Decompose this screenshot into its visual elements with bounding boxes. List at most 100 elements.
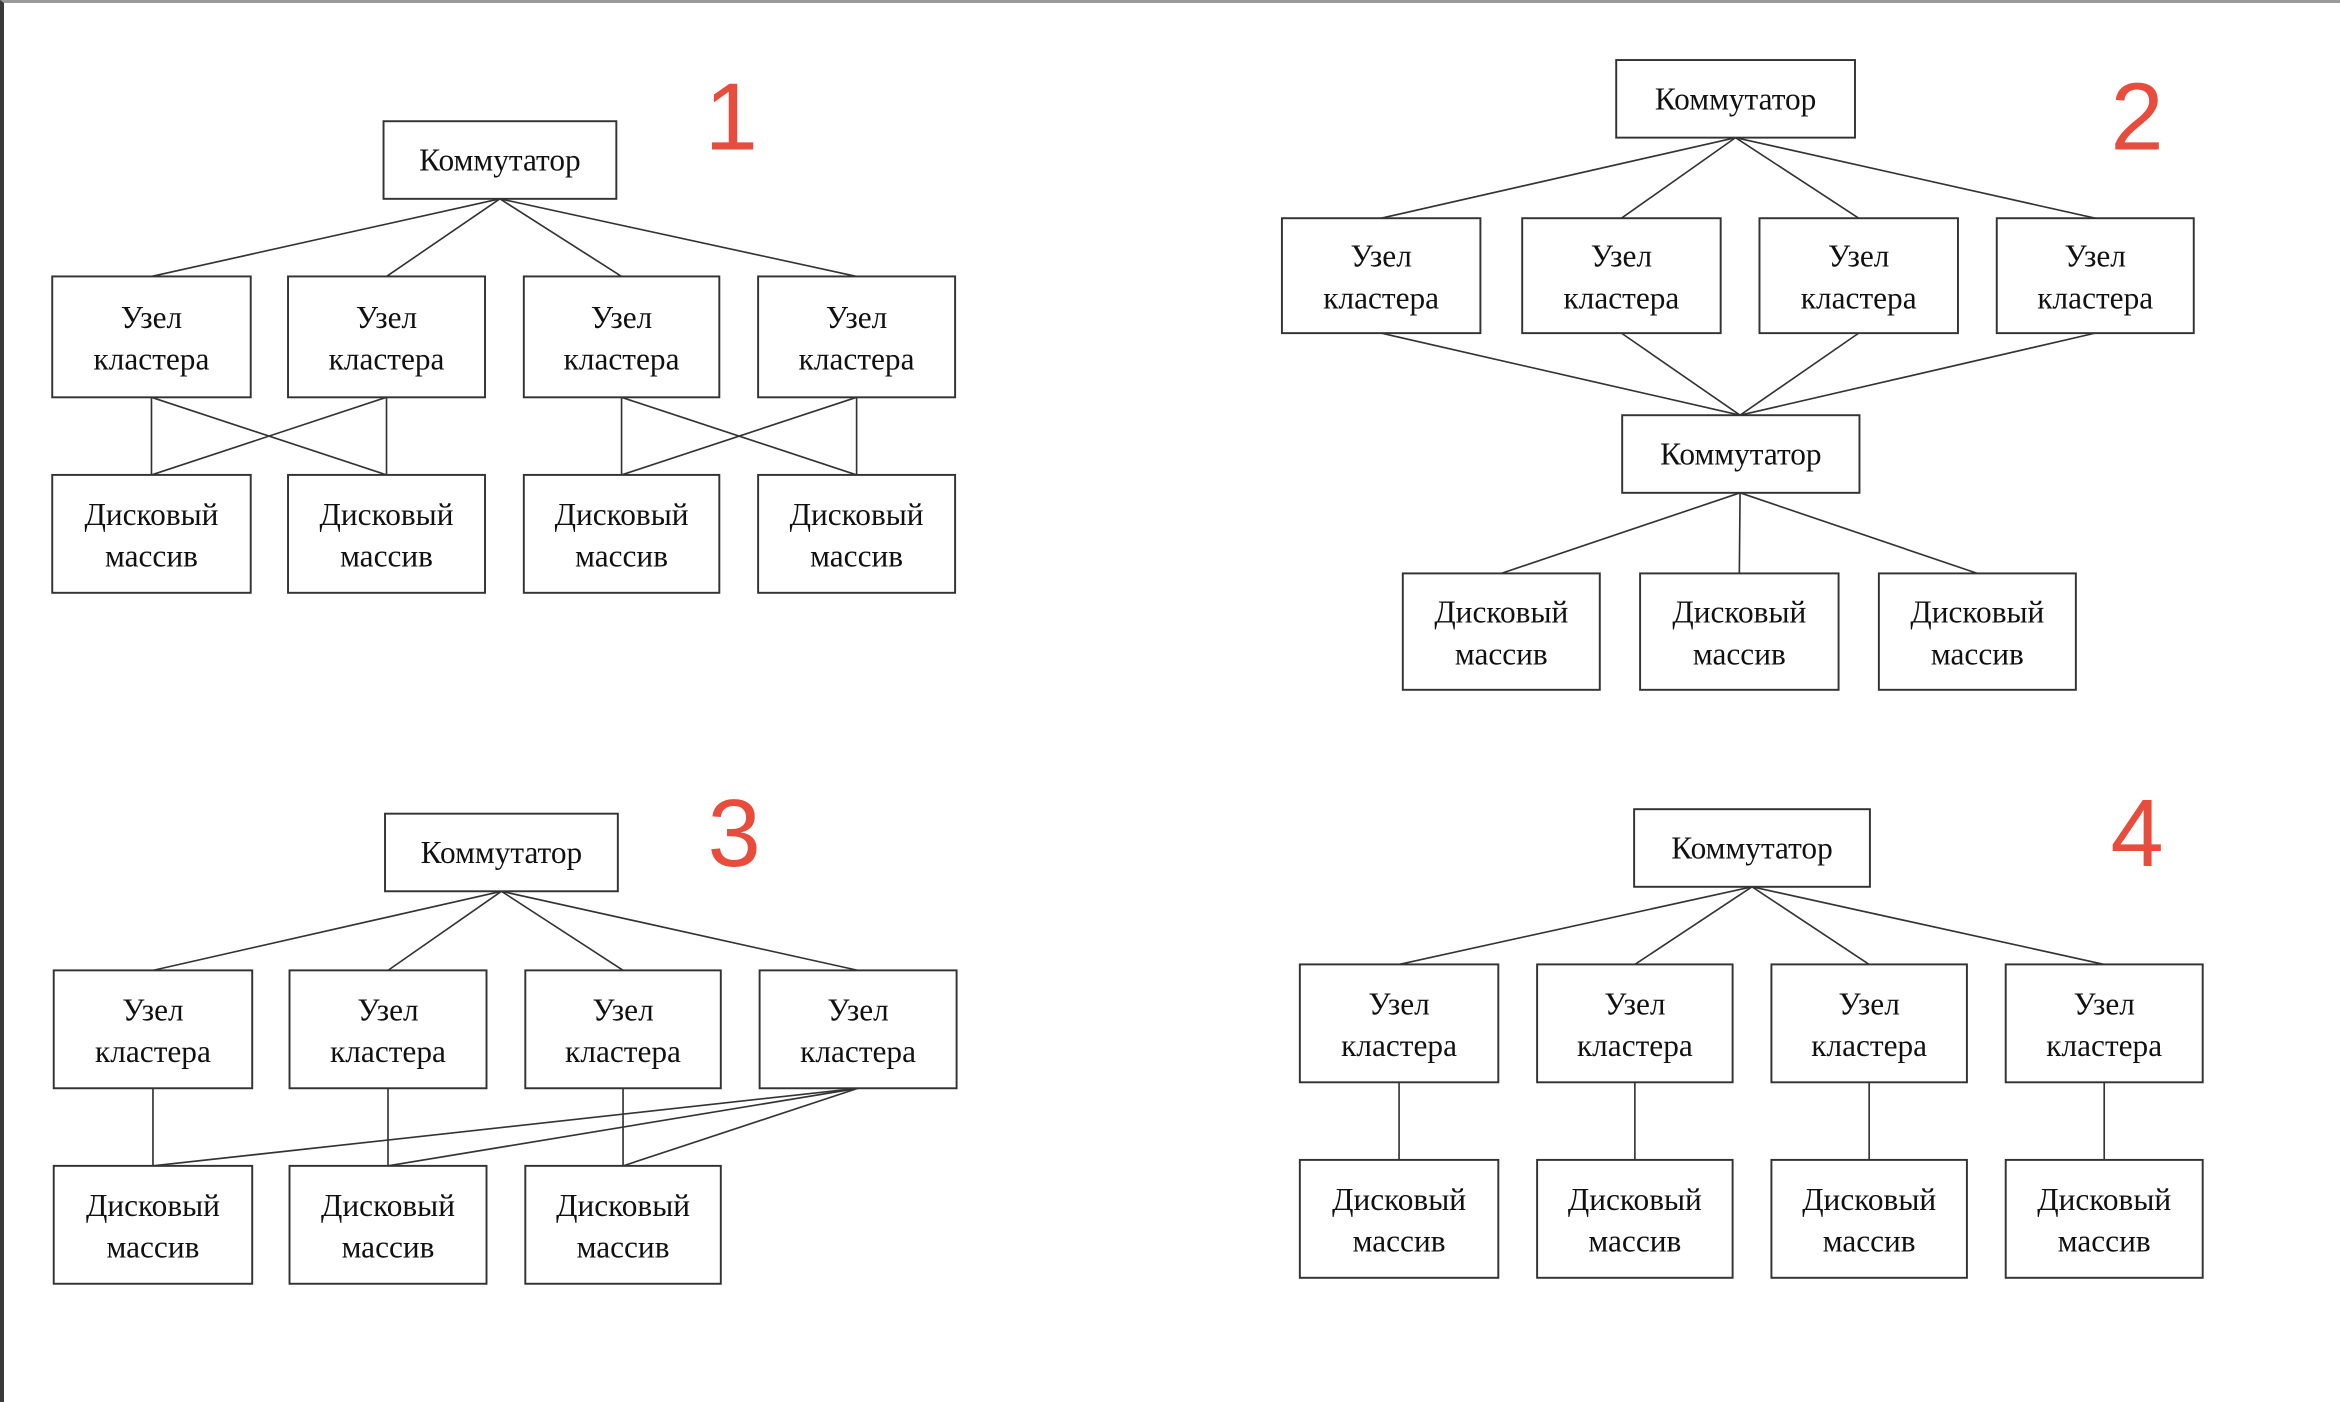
disk-array-label-line2: массив — [2058, 1224, 2151, 1259]
disk-array-label-line1: Дисковый — [555, 497, 689, 532]
connection-line — [1735, 136, 2096, 220]
disk-array-label-line1: Дисковый — [84, 497, 218, 532]
diagram-number: 2 — [2110, 65, 2163, 171]
cluster-node-label-line1: Узел — [1368, 986, 1429, 1021]
cluster-node: Узел кластера — [1536, 963, 1734, 1084]
disk-array-label-line2: массив — [1693, 636, 1786, 671]
switch: Коммутатор — [382, 120, 618, 200]
connection-line — [1620, 136, 1737, 219]
disk-array-label-line1: Дисковый — [1434, 595, 1568, 630]
cluster-node-label-line2: кластера — [799, 342, 915, 377]
connection-line — [1380, 136, 1736, 220]
cluster-node-border — [51, 275, 252, 399]
cluster-node-label-line1: Узел — [1828, 239, 1889, 274]
cluster-node-label-line1: Узел — [1604, 986, 1665, 1021]
cluster-node-border — [1521, 217, 1722, 335]
disk-array-label-line2: массив — [105, 539, 198, 574]
cluster-node-border — [1280, 217, 1482, 335]
connection-line — [1751, 885, 2105, 966]
disk-array-label-line2: массив — [340, 539, 433, 574]
disk-array: Дисковый массив — [287, 473, 486, 594]
connection-line — [151, 396, 387, 476]
disk-array-label-line1: Дисковый — [1332, 1182, 1466, 1217]
connection-line — [1739, 332, 2096, 417]
cluster-node-label-line2: кластера — [564, 342, 680, 377]
cluster-node-border — [52, 969, 254, 1090]
disk-array-border — [1536, 1158, 1734, 1279]
diagram-3: КоммутаторУзелкластераУзелкластераУзелкл… — [52, 781, 958, 1285]
connection-line — [1738, 492, 1741, 574]
disk-array-label-line2: массив — [1588, 1224, 1681, 1259]
disk-array-border — [287, 473, 486, 594]
cluster-node-border — [287, 275, 486, 399]
disk-array-border — [1298, 1158, 1500, 1279]
disk-array-border — [524, 1164, 722, 1285]
cluster-node: Узел кластера — [1758, 217, 1959, 335]
disk-array-label-line2: массив — [1455, 636, 1548, 671]
diagram-number: 3 — [708, 781, 761, 887]
disk-array-label-line1: Дисковый — [320, 497, 454, 532]
disk-array: Дисковый массив — [2004, 1158, 2204, 1279]
connection-line — [1501, 492, 1741, 575]
connection-line — [1398, 885, 1753, 966]
cluster-node-label-line1: Узел — [591, 300, 652, 335]
switch-label: Коммутатор — [419, 142, 581, 177]
cluster-node-label-line1: Узел — [121, 300, 182, 335]
disk-array-border — [1770, 1158, 1968, 1279]
disk-array-border — [52, 1164, 254, 1285]
cluster-node-label-line2: кластера — [330, 1034, 446, 1069]
connection-line — [1735, 136, 1860, 219]
cluster-node-label-line1: Узел — [2074, 986, 2135, 1021]
cluster-node-label-line1: Узел — [826, 300, 887, 335]
disk-array-border — [2004, 1158, 2204, 1279]
switch: Коммутатор — [1633, 808, 1871, 888]
disk-array-label-line2: массив — [1823, 1224, 1916, 1259]
disk-array: Дисковый массив — [522, 473, 721, 594]
cluster-node-border — [2004, 963, 2204, 1084]
cluster-node-border — [1758, 217, 1959, 335]
disk-array-label-line1: Дисковый — [1802, 1182, 1936, 1217]
disk-array-border — [288, 1164, 488, 1285]
switch-storage-border — [1621, 414, 1861, 494]
switch-border — [1633, 808, 1871, 888]
diagram-4: КоммутаторУзелкластераУзелкластераУзелкл… — [1298, 781, 2204, 1279]
disk-array-label-line2: массив — [575, 539, 668, 574]
connection-line — [499, 198, 623, 278]
disk-array-label-line2: массив — [107, 1230, 200, 1265]
cluster-node-border — [1298, 963, 1500, 1084]
disk-array-label-line2: массив — [1353, 1224, 1446, 1259]
cluster-node-label-line1: Узел — [592, 992, 653, 1027]
cluster-node: Узел кластера — [287, 275, 486, 399]
cluster-node-label-line2: кластера — [329, 342, 445, 377]
disk-array: Дисковый массив — [1770, 1158, 1968, 1279]
connection-line — [1620, 332, 1741, 416]
cluster-node: Узел кластера — [757, 275, 957, 399]
disk-array: Дисковый массив — [1401, 572, 1601, 691]
connection-line — [501, 890, 859, 972]
connection-line — [1634, 886, 1753, 966]
cluster-node-label-line1: Узел — [122, 992, 183, 1027]
disk-array-label-line1: Дисковый — [2037, 1182, 2171, 1217]
switch-border — [382, 120, 618, 200]
switch-label: Коммутатор — [421, 835, 583, 870]
disk-array-label-line1: Дисковый — [1910, 595, 2044, 630]
cluster-node-label-line1: Узел — [356, 300, 417, 335]
cluster-node-label-line1: Узел — [827, 992, 888, 1027]
cluster-node-label-line2: кластера — [1577, 1028, 1693, 1063]
disk-array-label-line2: массив — [1931, 636, 2024, 671]
connection-line — [152, 1087, 859, 1167]
disk-array-border — [1639, 572, 1840, 691]
cluster-node-label-line2: кластера — [1801, 281, 1917, 316]
disk-array-label-line1: Дисковый — [321, 1188, 455, 1223]
cluster-node-border — [758, 969, 958, 1090]
connection-line — [151, 198, 501, 278]
cluster-node-border — [288, 969, 488, 1090]
